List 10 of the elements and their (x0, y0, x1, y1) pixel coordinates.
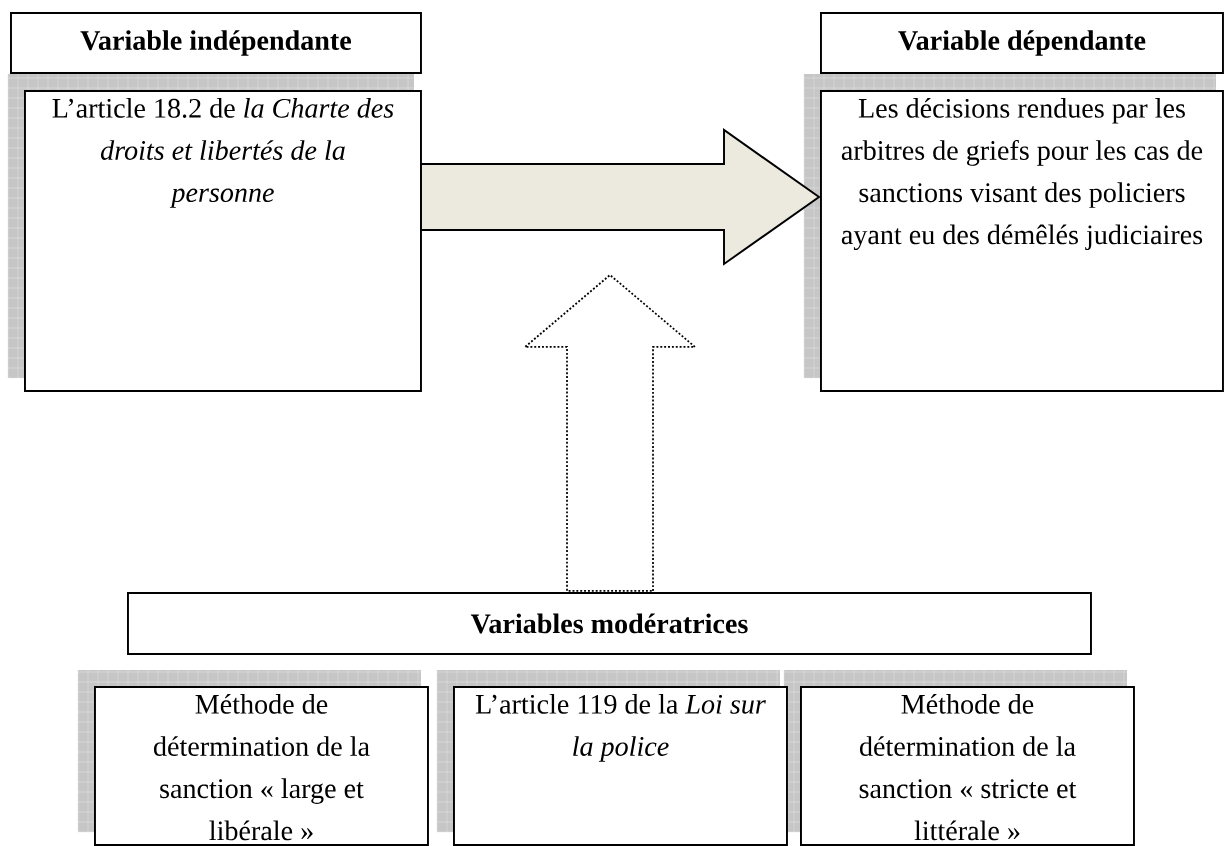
text-box: L’article 18.2 de la Charte des droits et libertés de la personne (24, 90, 422, 392)
block-arrow (522, 273, 698, 592)
text-box: Les décisions rendues par les arbitres de griefs pour les cas de sanctions visant des policiers ayant eu des démêlés judiciaires (820, 90, 1224, 392)
block-arrow (420, 128, 821, 266)
text-box: Méthode de détermination de la sanction « stricte et littérale » (800, 686, 1135, 846)
text-box: L’article 119 de la Loi sur la police (453, 686, 788, 846)
heading-box: Variables modératrices (127, 592, 1092, 655)
text-box: Méthode de détermination de la sanction « large et libérale » (94, 686, 429, 846)
heading-box: Variable indépendante (10, 12, 422, 74)
heading-box: Variable dépendante (820, 12, 1224, 74)
